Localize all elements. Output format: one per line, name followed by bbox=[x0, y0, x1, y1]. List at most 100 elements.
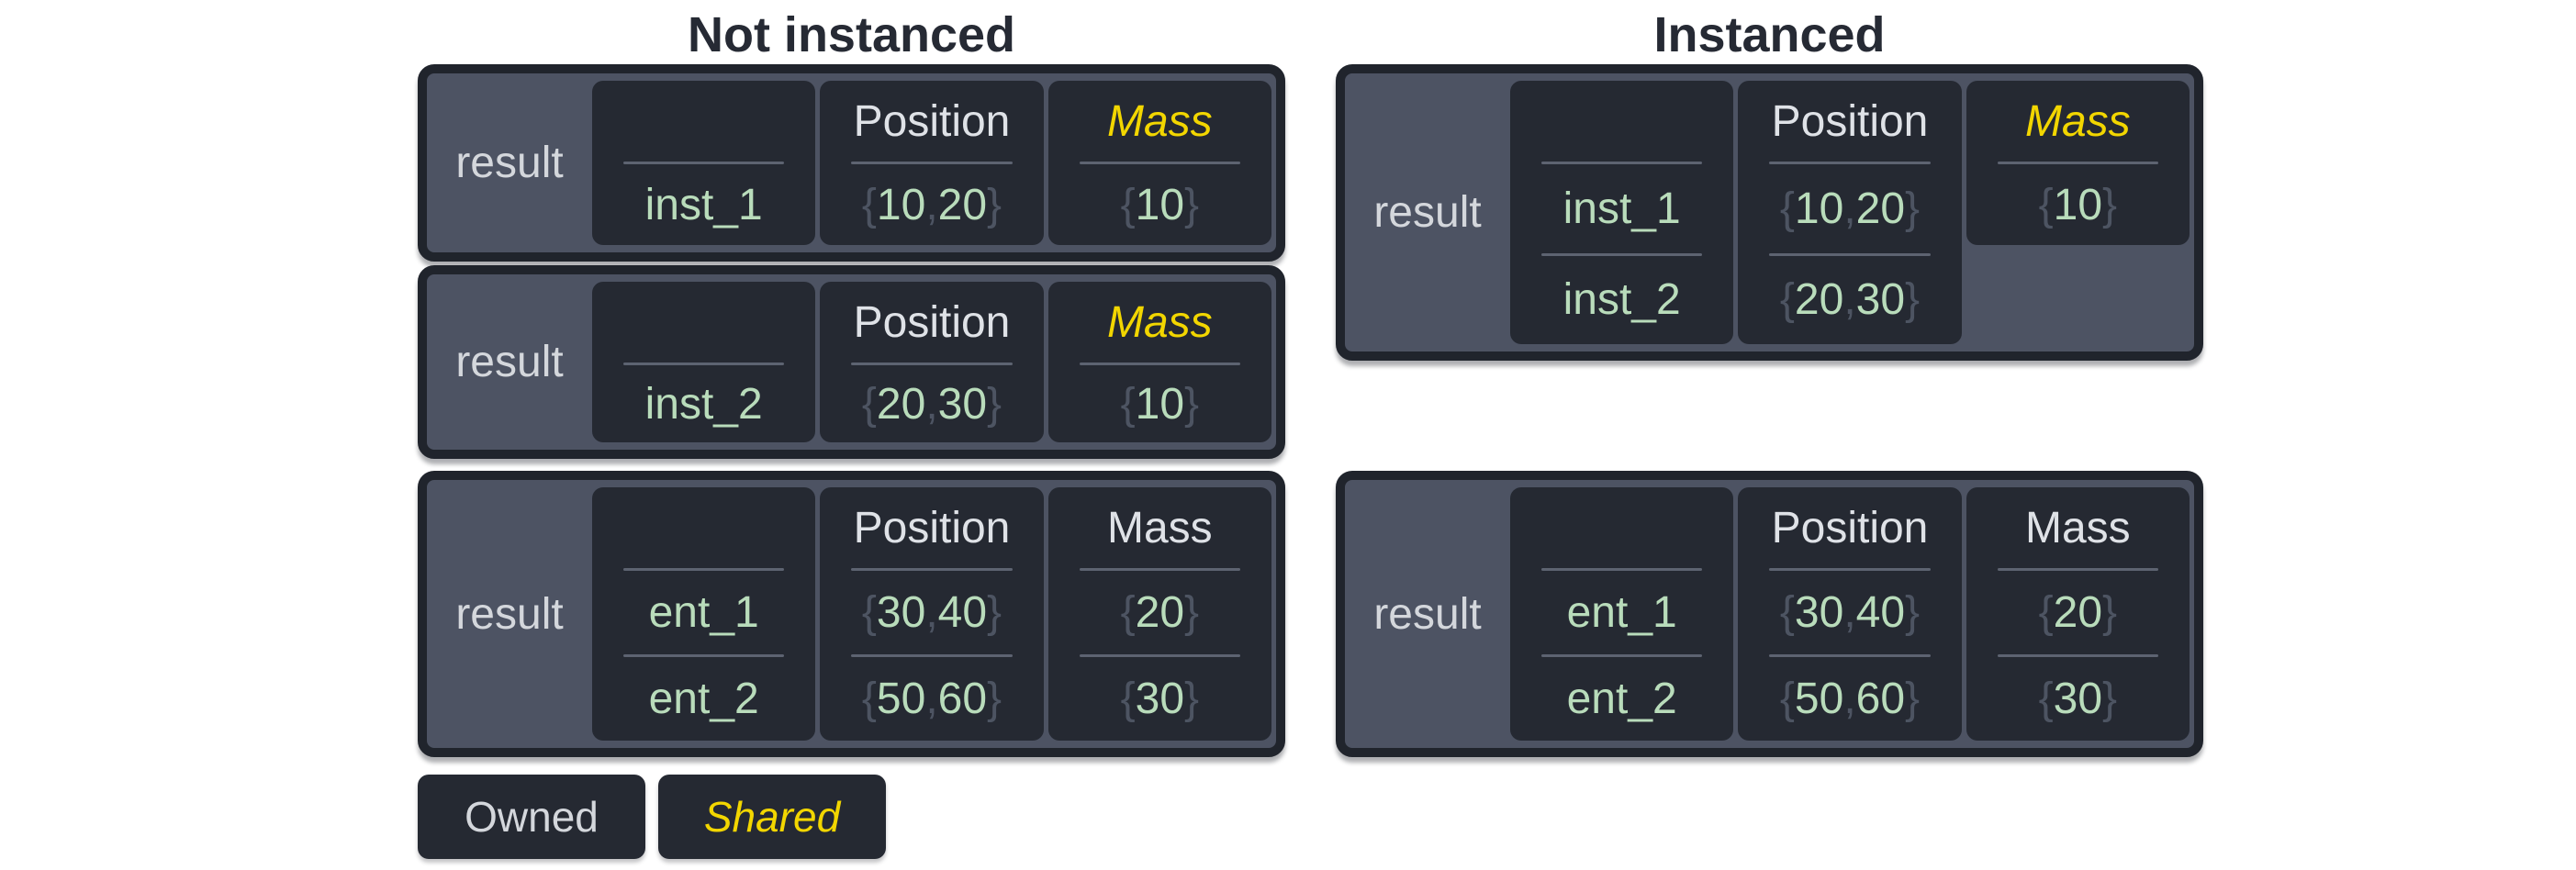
row-divider bbox=[1769, 654, 1931, 657]
brace-glyph: , bbox=[1843, 184, 1856, 233]
component-cell-mass: Mass{10} bbox=[1047, 81, 1271, 245]
result-label: result bbox=[455, 338, 564, 386]
value-number: 30 bbox=[876, 588, 926, 637]
brace-glyph: } bbox=[1184, 675, 1200, 723]
brace-glyph: { bbox=[2038, 675, 2054, 723]
component-cell-mass: Mass {20} {30} bbox=[1966, 487, 2190, 741]
legend-shared: Shared bbox=[658, 775, 886, 859]
brace-glyph: } bbox=[987, 379, 1002, 429]
row-divider bbox=[1769, 252, 1931, 256]
result-label: result bbox=[455, 139, 564, 187]
row-divider bbox=[1079, 362, 1240, 365]
column-header: Mass bbox=[1106, 503, 1213, 552]
value-number: 20 bbox=[2053, 588, 2103, 637]
value-number: 10 bbox=[876, 180, 926, 229]
column-header: Position bbox=[1771, 503, 1929, 552]
entity-cell: inst_1 bbox=[592, 81, 816, 245]
component-value: {30} bbox=[1048, 657, 1271, 741]
brace-glyph: { bbox=[861, 675, 877, 723]
component-cell-position: Position {20, 30} bbox=[820, 282, 1044, 442]
row-divider bbox=[851, 162, 1013, 164]
entity-value: ent_1 bbox=[592, 571, 815, 654]
value-number: 10 bbox=[2053, 180, 2103, 229]
row-divider bbox=[1541, 654, 1703, 657]
value-number: 60 bbox=[1855, 675, 1906, 723]
brace-glyph: , bbox=[925, 588, 938, 637]
brace-glyph: } bbox=[2102, 588, 2118, 637]
row-divider bbox=[1541, 252, 1703, 256]
brace-glyph: } bbox=[987, 180, 1002, 229]
column-header bbox=[592, 81, 815, 162]
value-number: 20 bbox=[1855, 184, 1906, 233]
brace-glyph: } bbox=[1184, 180, 1200, 229]
brace-glyph: } bbox=[2102, 675, 2118, 723]
column-header bbox=[1510, 81, 1733, 162]
brace-glyph: , bbox=[925, 379, 938, 429]
component-cell-mass: Mass {10} bbox=[1047, 282, 1271, 442]
value-number: 20 bbox=[1135, 588, 1185, 637]
component-value: {10, 20} bbox=[820, 164, 1043, 245]
value-number: 10 bbox=[1794, 184, 1844, 233]
component-value: {20, 30} bbox=[820, 365, 1043, 442]
brace-glyph: { bbox=[1120, 180, 1136, 229]
column-header: Mass bbox=[2024, 503, 2131, 552]
column-header bbox=[592, 282, 815, 362]
component-cell-position: Position{30, 40}{50, 60} bbox=[820, 487, 1044, 741]
row-divider bbox=[1997, 568, 2158, 571]
brace-glyph: { bbox=[1779, 675, 1795, 723]
column-header: Position bbox=[853, 297, 1011, 347]
brace-glyph: } bbox=[1905, 588, 1921, 637]
value-number: 30 bbox=[2053, 675, 2103, 723]
entity-value: ent_2 bbox=[592, 657, 815, 741]
row-divider bbox=[1079, 568, 1240, 571]
value-number: 50 bbox=[1794, 675, 1844, 723]
brace-glyph: { bbox=[1779, 275, 1795, 325]
brace-glyph: { bbox=[861, 180, 877, 229]
value-number: 30 bbox=[1855, 275, 1906, 325]
entity-cell: inst_1 inst_2 bbox=[1510, 81, 1734, 345]
brace-glyph: , bbox=[1843, 275, 1856, 325]
row-divider bbox=[1079, 162, 1240, 164]
column-header: Mass bbox=[2024, 96, 2131, 146]
value-number: 40 bbox=[1855, 588, 1906, 637]
row-divider bbox=[1769, 162, 1931, 164]
entity-value: inst_2 bbox=[592, 365, 815, 442]
component-value: {10, 20} bbox=[1738, 164, 1961, 253]
value-number: 40 bbox=[937, 588, 988, 637]
entity-value: inst_2 bbox=[1510, 256, 1733, 345]
entity-name: inst_1 bbox=[1562, 184, 1681, 233]
query-result-panel-not-instanced-result-inst2: result inst_2 Position {20, 30} Mass {10} bbox=[418, 265, 1285, 459]
brace-glyph: { bbox=[1779, 184, 1795, 233]
row-divider bbox=[623, 654, 785, 657]
brace-glyph: , bbox=[925, 675, 938, 723]
component-value: {20} bbox=[1966, 571, 2190, 654]
component-value: {10} bbox=[1048, 365, 1271, 442]
row-divider bbox=[851, 654, 1013, 657]
brace-glyph: } bbox=[1905, 184, 1921, 233]
brace-glyph: , bbox=[1843, 675, 1856, 723]
result-label: result bbox=[1373, 188, 1482, 237]
brace-glyph: , bbox=[1843, 588, 1856, 637]
row-divider bbox=[1997, 654, 2158, 657]
legend-owned-label: Owned bbox=[465, 793, 599, 841]
component-value: {10} bbox=[1048, 164, 1271, 245]
section-title-instanced: Instanced bbox=[1653, 7, 1886, 62]
value-number: 20 bbox=[937, 180, 988, 229]
column-header: Mass bbox=[1106, 297, 1213, 347]
component-value: {10} bbox=[1966, 164, 2190, 245]
result-label: result bbox=[455, 589, 564, 639]
value-number: 30 bbox=[937, 379, 988, 429]
component-cell-position: Position{30, 40}{50, 60} bbox=[1738, 487, 1962, 741]
row-divider bbox=[851, 568, 1013, 571]
component-cell-position: Position{10, 20}{20, 30} bbox=[1738, 81, 1962, 344]
entity-name: ent_1 bbox=[1566, 588, 1677, 637]
component-cell-mass: Mass {10} bbox=[1966, 81, 2190, 245]
brace-glyph: { bbox=[1120, 675, 1136, 723]
